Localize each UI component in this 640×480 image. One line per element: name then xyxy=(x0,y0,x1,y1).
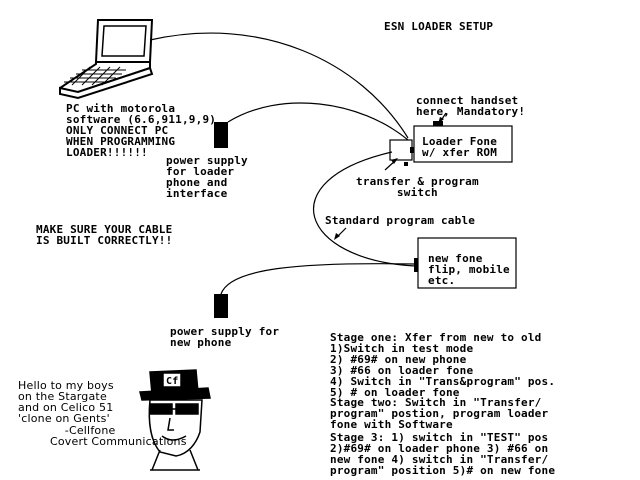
power-supply-loader-label: power supply for loader phone and interf… xyxy=(166,154,248,200)
new-fone-connector xyxy=(414,258,418,272)
connect-handset-label: connect handset here, Mandatory! xyxy=(416,94,526,118)
stage-three-text: Stage 3: 1) switch in "TEST" pos 2)#69# … xyxy=(330,431,556,477)
new-fone-label: new fone flip, mobile etc. xyxy=(428,252,510,287)
hat-badge: Cf xyxy=(166,376,179,387)
laptop-icon xyxy=(59,19,154,100)
standard-cable-label: Standard program cable xyxy=(325,214,476,227)
stage-one-text: Stage one: Xfer from new to old 1)Switch… xyxy=(330,331,556,399)
power-supply-new-icon xyxy=(214,294,228,318)
loader-fone-box xyxy=(413,125,513,163)
diagram-title: ESN LOADER SETUP xyxy=(384,20,494,33)
standard-program-cable xyxy=(313,151,416,267)
pc-cable xyxy=(149,32,409,139)
transfer-switch-box xyxy=(389,139,413,161)
power-supply-new-label: power supply for new phone xyxy=(170,325,280,349)
greeting-text: Hello to my boys on the Stargate and on … xyxy=(18,379,114,425)
signature-text: -Cellfone Covert Communications xyxy=(50,424,187,448)
pc-label: PC with motorola software (6.6,911,9,9) … xyxy=(66,102,217,159)
handset-connector xyxy=(433,121,443,126)
cellfone-face-icon xyxy=(139,369,211,471)
loader-fone-label: Loader Fone w/ xfer ROM xyxy=(422,135,498,159)
stage-two-text: Stage two: Switch in "Transfer/ program"… xyxy=(330,396,549,431)
power-supply-new-cable xyxy=(220,263,415,295)
switch-knob xyxy=(410,147,414,153)
new-fone-box xyxy=(417,237,517,289)
power-supply-loader-cable xyxy=(227,102,409,141)
switch-led xyxy=(404,162,408,166)
transfer-switch-label: transfer & program switch xyxy=(356,175,479,199)
cable-warning: MAKE SURE YOUR CABLE IS BUILT CORRECTLY!… xyxy=(36,223,173,247)
power-supply-loader-icon xyxy=(214,122,228,148)
